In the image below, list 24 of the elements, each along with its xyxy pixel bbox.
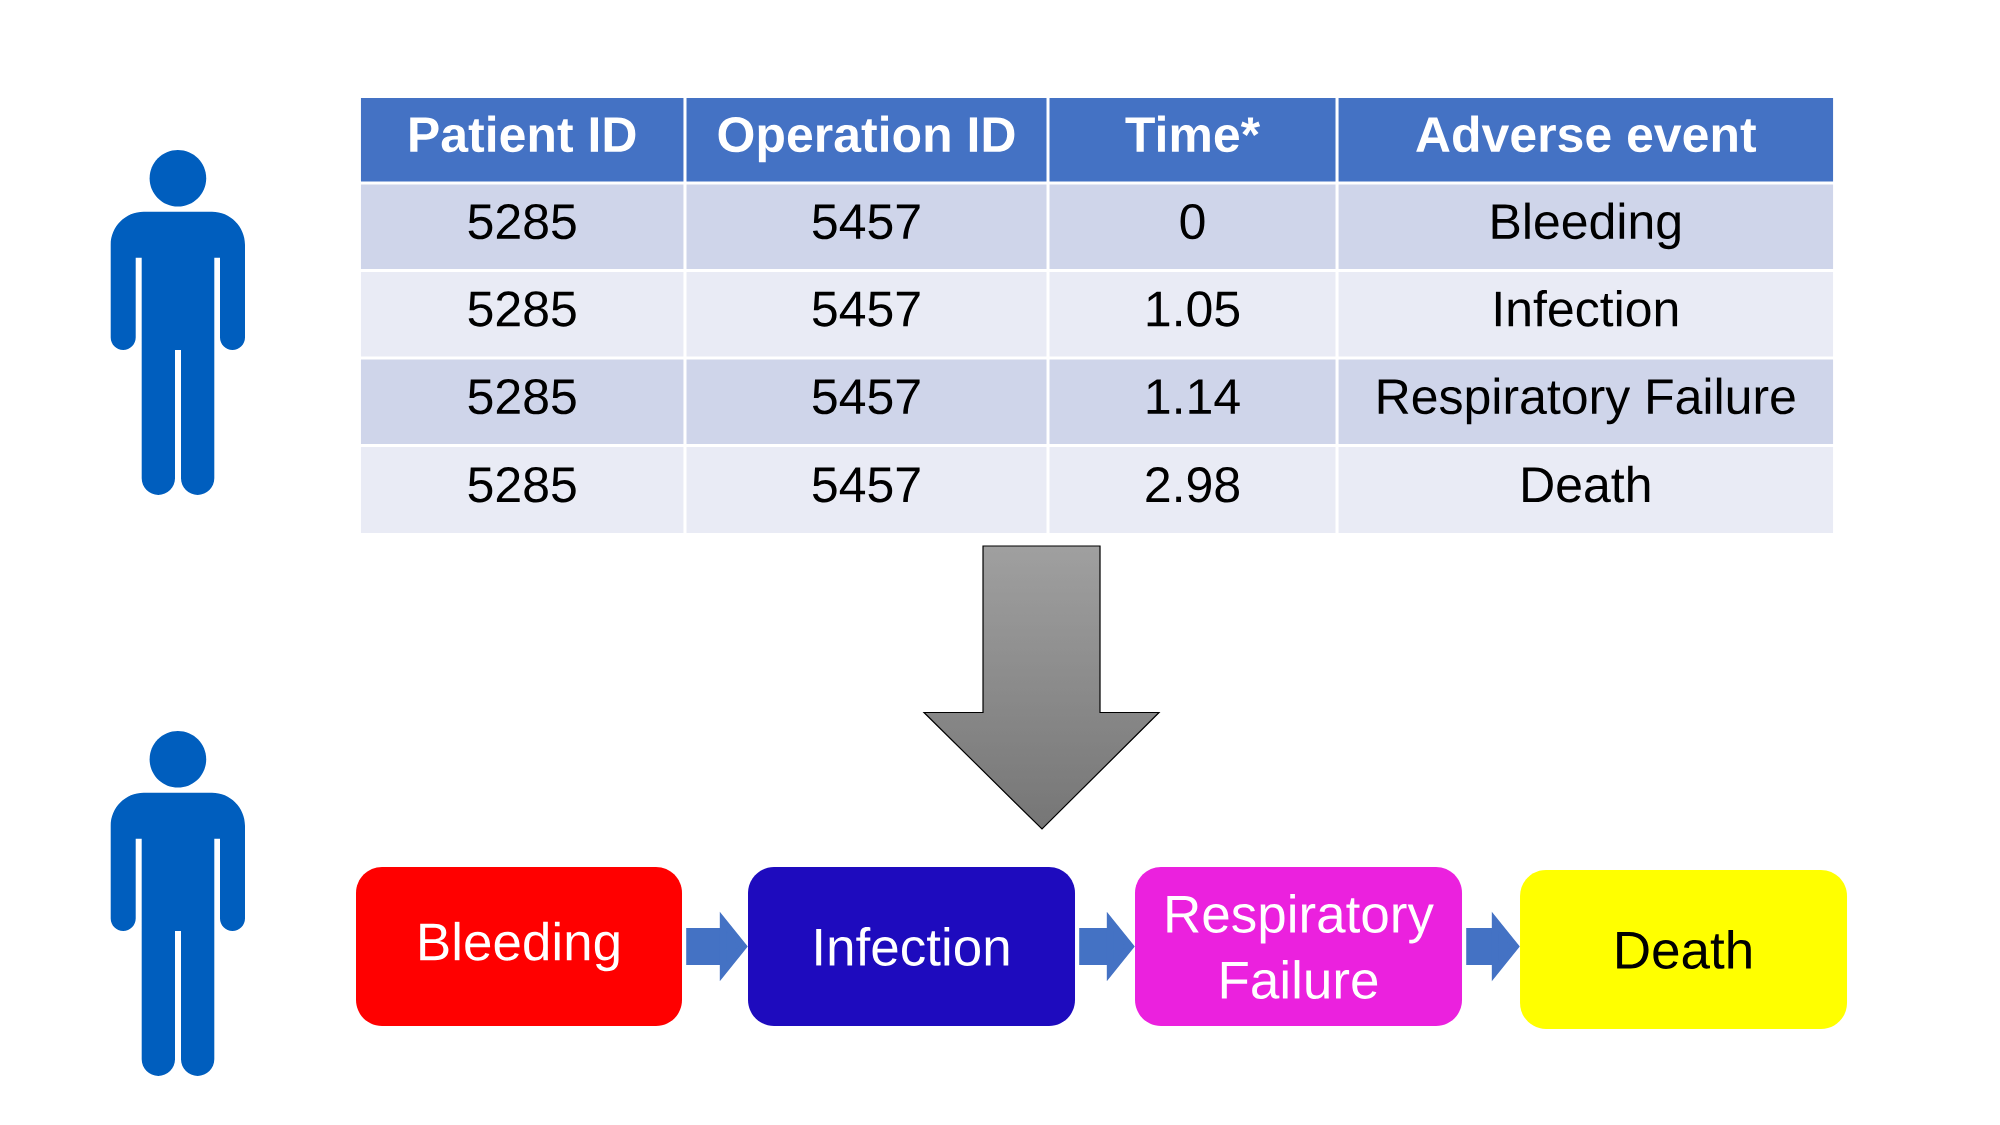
event-box: Bleeding [356, 867, 682, 1026]
table-cell: 5457 [686, 271, 1047, 357]
table-cell: Death [1338, 447, 1834, 533]
table-cell: 5285 [360, 359, 684, 445]
table-cell: Respiratory Failure [1338, 359, 1834, 445]
header-cell: Time* [1049, 98, 1336, 182]
event-box: Respiratory Failure [1135, 867, 1462, 1026]
table-cell: Bleeding [1338, 184, 1834, 270]
table-cell: 1.05 [1049, 271, 1336, 357]
event-box: Death [1520, 870, 1847, 1029]
table-cell: 5457 [686, 359, 1047, 445]
table-cell: 5457 [686, 447, 1047, 533]
header-cell: Patient ID [360, 98, 684, 182]
table-cell: 5285 [360, 447, 684, 533]
table-cell: Infection [1338, 271, 1834, 357]
table-cell: 2.98 [1049, 447, 1336, 533]
table-cell: 0 [1049, 184, 1336, 270]
table-cell: 5457 [686, 184, 1047, 270]
table-cell: 5285 [360, 271, 684, 357]
header-cell: Operation ID [686, 98, 1047, 182]
header-cell: Adverse event [1338, 98, 1834, 182]
table-cell: 5285 [360, 184, 684, 270]
table-cell: 1.14 [1049, 359, 1336, 445]
event-box: Infection [748, 867, 1075, 1026]
